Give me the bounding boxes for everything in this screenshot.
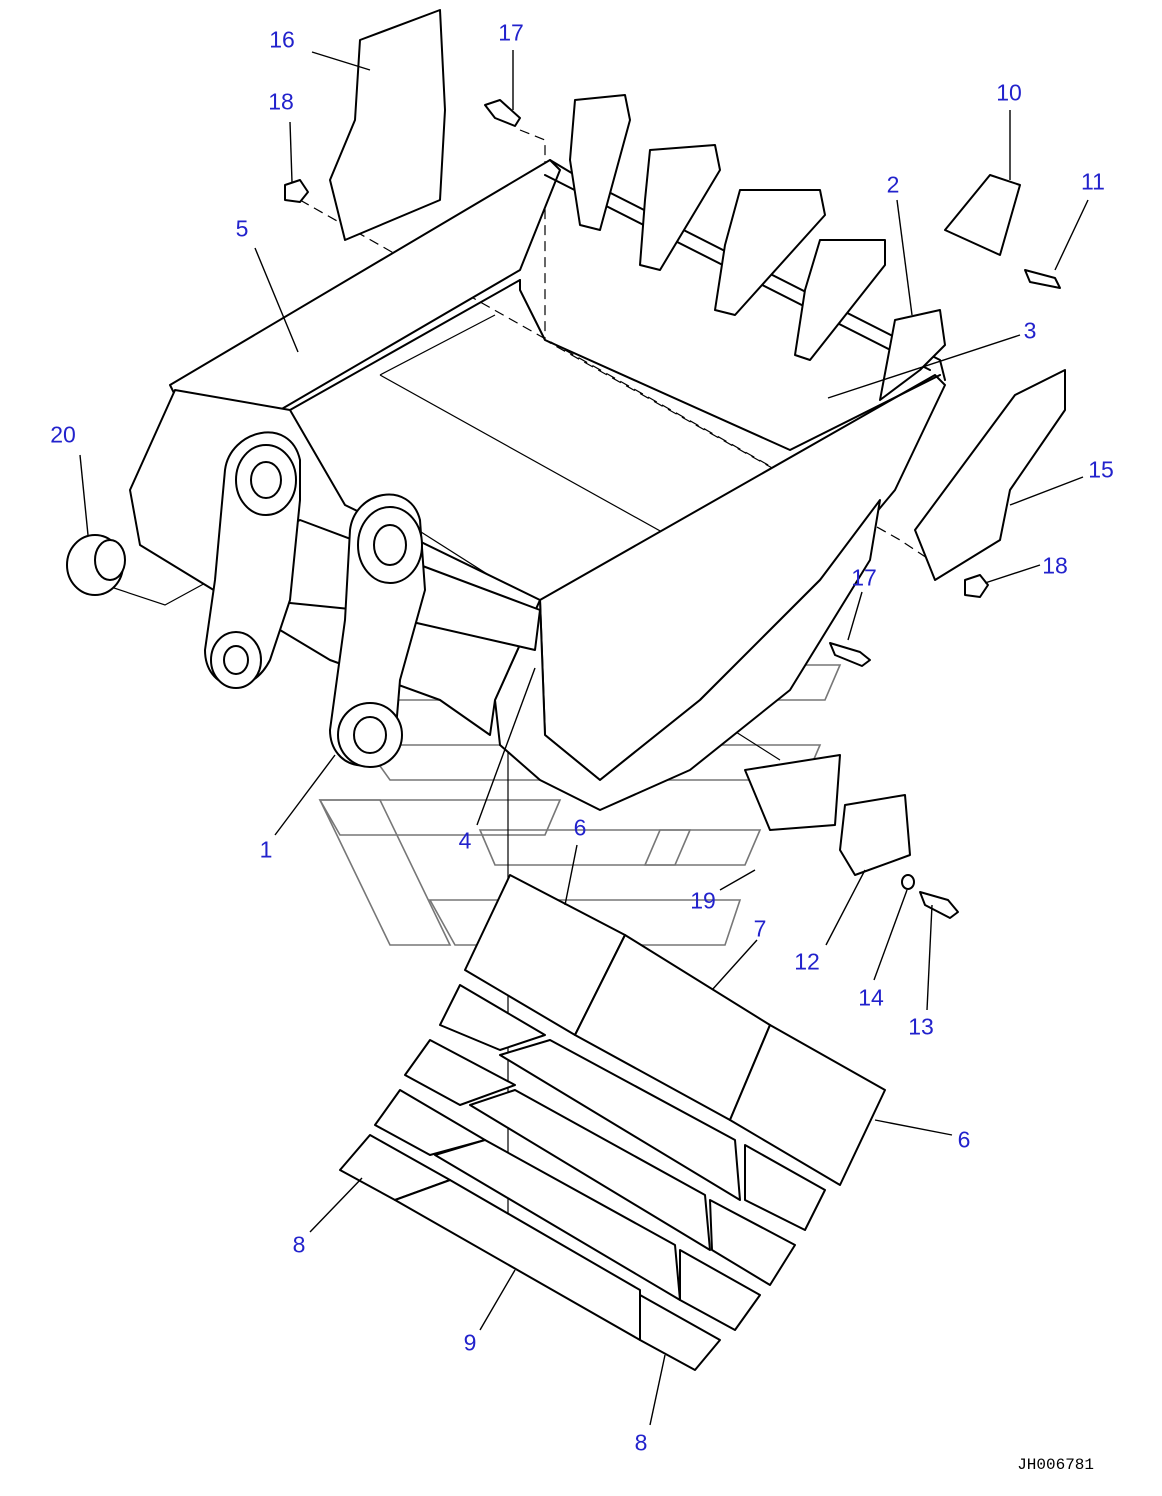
callout-15[interactable]: 15	[1088, 456, 1114, 483]
callout-17[interactable]: 17	[498, 19, 524, 46]
bolt-top	[484, 99, 521, 127]
callout-3[interactable]: 3	[1023, 317, 1037, 344]
side-cutter-left	[329, 9, 446, 241]
callout-14[interactable]: 14	[858, 984, 884, 1011]
callout-7[interactable]: 7	[753, 915, 767, 942]
callout-6-bottom[interactable]: 6	[957, 1126, 971, 1153]
callout-18[interactable]: 18	[268, 88, 294, 115]
callout-5[interactable]: 5	[235, 215, 249, 242]
drawing-code: JH006781	[1017, 1456, 1094, 1474]
shim	[744, 754, 841, 831]
pin	[1024, 269, 1061, 289]
nut-left	[284, 179, 309, 203]
liner-plates	[339, 874, 886, 1371]
mounting-bracket-left	[204, 431, 301, 689]
side-cutter-right	[914, 369, 1066, 581]
washer	[901, 874, 915, 890]
mounting-bracket-right	[329, 493, 426, 768]
flange-plate	[839, 794, 911, 876]
bucket-teeth	[569, 94, 946, 401]
tooth-point	[944, 174, 1021, 256]
callout-18-right[interactable]: 18	[1042, 552, 1068, 579]
callout-1[interactable]: 1	[259, 836, 273, 863]
callout-11[interactable]: 11	[1081, 168, 1105, 195]
callout-17-mid[interactable]: 17	[851, 564, 877, 591]
callout-9[interactable]: 9	[463, 1329, 477, 1356]
callout-16[interactable]: 16	[269, 26, 295, 53]
callout-8-left[interactable]: 8	[292, 1231, 306, 1258]
callout-10[interactable]: 10	[996, 79, 1022, 106]
callout-19[interactable]: 19	[690, 887, 716, 914]
bushing	[66, 534, 126, 596]
callout-13[interactable]: 13	[908, 1013, 934, 1040]
callout-20[interactable]: 20	[50, 421, 76, 448]
callout-12[interactable]: 12	[794, 948, 820, 975]
nut-right	[964, 574, 989, 598]
callout-leaders	[79, 50, 1089, 1426]
callout-6-top[interactable]: 6	[573, 814, 587, 841]
callout-2[interactable]: 2	[886, 171, 900, 198]
callout-4[interactable]: 4	[458, 827, 472, 854]
bolt-mid	[829, 642, 871, 667]
callout-8-bottom[interactable]: 8	[634, 1429, 648, 1456]
bolt-lower	[919, 891, 959, 919]
